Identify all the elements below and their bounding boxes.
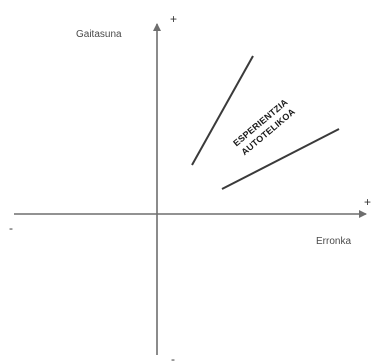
y-axis-minus-sign: - [171,352,175,363]
x-axis-minus-sign: - [9,221,13,235]
x-axis-label: Erronka [316,236,351,247]
x-axis-plus-sign: + [364,195,371,209]
zone-label: ESPERIENTZIA AUTOTELIKOA [231,97,297,157]
flow-channel-lower-line [221,128,340,190]
flow-channel-upper-line [191,55,254,166]
y-axis-label: Gaitasuna [76,29,122,40]
y-axis-plus-sign: + [170,12,177,26]
